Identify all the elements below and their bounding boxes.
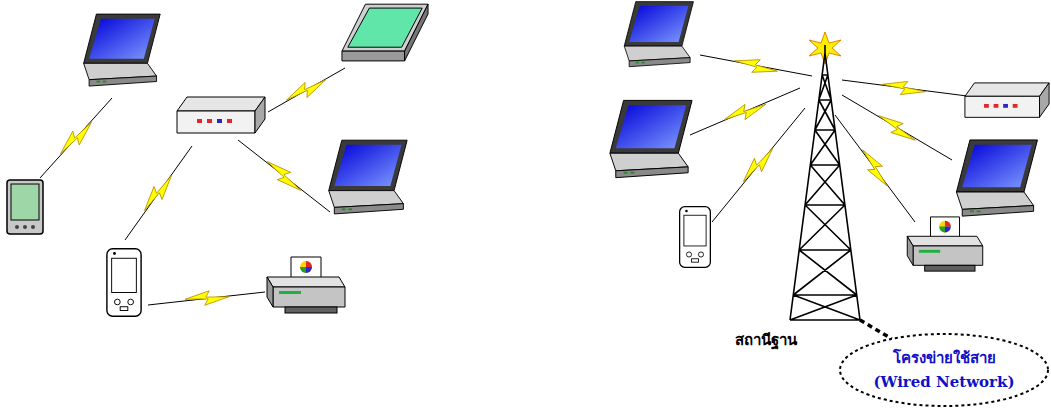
dashed-ellipse xyxy=(840,334,1048,406)
wired-network-cloud: โครงข่ายใช้สาย(Wired Network) xyxy=(838,332,1050,408)
network-label: โครงข่ายใช้สาย xyxy=(893,346,996,370)
tower-symbol xyxy=(735,45,870,355)
cloud-text-box: โครงข่ายใช้สาย(Wired Network) xyxy=(838,332,1050,408)
tower-lattice xyxy=(790,45,860,320)
network-cloud-outline xyxy=(838,332,1050,408)
base-station: สถานีฐาน xyxy=(735,45,870,355)
dashed-link xyxy=(860,320,892,339)
network-label: (Wired Network) xyxy=(873,370,1014,394)
devices-infrastructure xyxy=(610,2,1049,271)
lightning-bolts-adhoc xyxy=(56,73,328,307)
devices-adhoc xyxy=(7,4,428,316)
station-label: สถานีฐาน xyxy=(735,328,797,352)
